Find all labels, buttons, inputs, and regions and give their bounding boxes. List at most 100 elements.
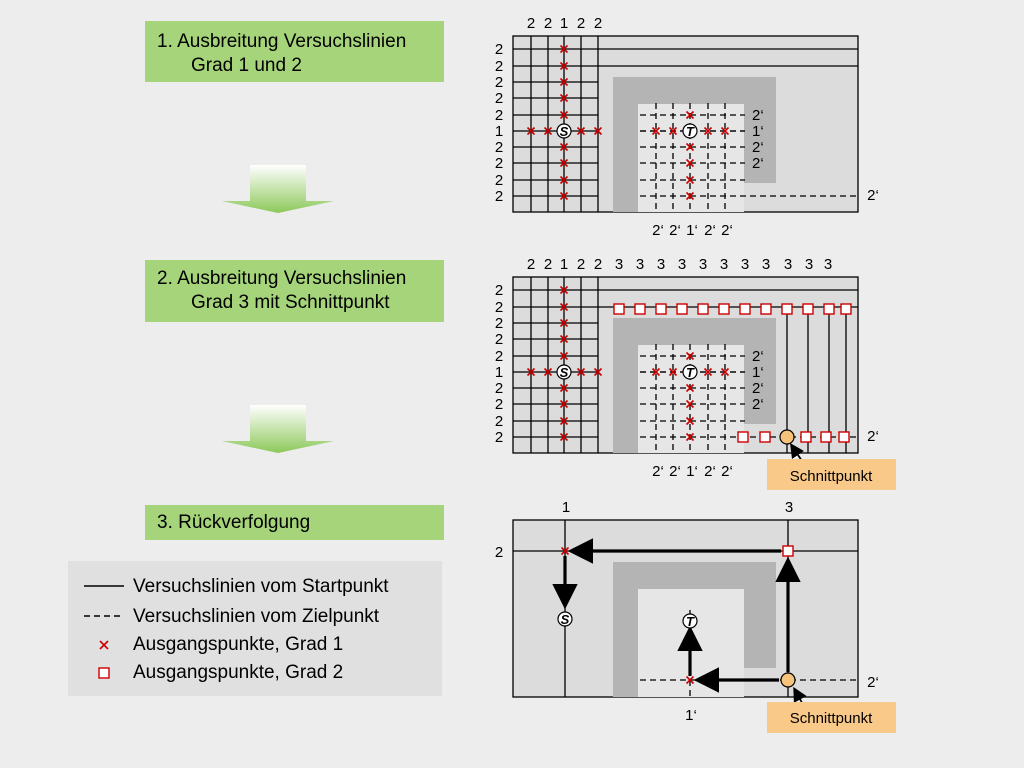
callout-box [767,459,896,490]
target-point-t-circle [682,364,698,380]
top-label: 3 [657,256,665,273]
grade1-marker [543,367,553,377]
top-label: 2 [577,256,585,273]
grade2-marker [718,303,730,315]
top-label: 2 [544,256,552,273]
top-label: 2 [577,15,585,32]
left-label: 2 [495,188,503,205]
grade1-marker [703,367,713,377]
step-1-subtitle: Grad 1 und 2 [191,55,302,76]
grade1-marker [720,367,730,377]
top-label: 1 [562,499,570,516]
step-3-box: 3. Rückverfolgung [145,505,444,540]
grade2-marker [759,431,771,443]
grade1-marker [559,93,569,103]
grade1-marker [593,367,603,377]
target-point-t: T [686,124,695,139]
start-point-s-circle [556,364,572,380]
legend-item-start-lines: Versuchslinien vom Startpunkt [68,573,442,601]
grade1-marker [559,318,569,328]
grade1-marker [559,110,569,120]
bottom-label: 2‘ [721,222,733,239]
grade1-marker [685,383,695,393]
bottom-label: 2‘ [652,463,664,480]
left-label: 1 [495,364,503,381]
top-label: 1 [560,256,568,273]
left-label: 2 [495,396,503,413]
right-label: 2‘ [867,674,879,691]
grade1-marker [593,126,603,136]
top-label: 2 [527,15,535,32]
start-point-s-circle [556,123,572,139]
grade1-marker [668,367,678,377]
top-label: 3 [678,256,686,273]
legend-label: Versuchslinien vom Startpunkt [133,576,389,597]
legend-label: Ausgangspunkte, Grad 2 [133,662,344,683]
bottom-label: 2‘ [652,222,664,239]
bottom-label: 2‘ [669,222,681,239]
step-2-subtitle: Grad 3 mit Schnittpunkt [191,292,390,313]
callout-label: Schnittpunkt [790,468,873,485]
left-label: 2 [495,74,503,91]
left-label: 2 [495,315,503,332]
left-label: 2 [495,139,503,156]
grade1-marker [685,158,695,168]
grade2-marker [697,303,709,315]
right-label: 2‘ [867,428,879,445]
left-label: 2 [495,413,503,430]
solid-line-icon [84,585,124,587]
intersection-point [779,429,795,445]
inner-right-label: 2‘ [752,348,764,365]
grade1-marker [576,126,586,136]
target-point-t-circle [682,613,698,629]
left-label: 2 [495,107,503,124]
grade1-marker [559,77,569,87]
grade1-marker [651,126,661,136]
step-2-box: 2. Ausbreitung Versuchslinien Grad 3 mit… [145,260,444,322]
bottom-label: 1‘ [685,707,697,724]
grade1-marker [559,302,569,312]
step-3-title: 3. Rückverfolgung [157,512,311,533]
top-label: 2 [544,15,552,32]
legend: Versuchslinien vom Startpunkt Versuchsli… [68,561,442,696]
bottom-label: 2‘ [669,463,681,480]
target-point-t: T [686,365,695,380]
grade1-marker [560,546,570,556]
red-x-icon [99,640,109,650]
grade2-marker [655,303,667,315]
dashed-line-icon [84,615,124,617]
inner-right-label: 2‘ [752,139,764,156]
inner-right-label: 2‘ [752,396,764,413]
left-label: 2 [495,172,503,189]
grade1-marker [685,432,695,442]
target-point-t: T [686,614,695,629]
inner-right-label: 1‘ [752,123,764,140]
grade2-marker [820,431,832,443]
grade1-marker [559,416,569,426]
grade1-marker [559,383,569,393]
top-label: 3 [762,256,770,273]
grade1-marker [685,110,695,120]
grade1-marker [559,44,569,54]
left-label: 1 [495,123,503,140]
grade2-marker [739,303,751,315]
bottom-label: 1‘ [686,222,698,239]
grade1-marker [651,367,661,377]
grade1-marker [526,126,536,136]
red-square-icon [98,667,110,679]
top-label: 2 [594,15,602,32]
step-1-box: 1. Ausbreitung Versuchslinien Grad 1 und… [145,21,444,82]
grade1-marker [559,285,569,295]
grade2-marker [676,303,688,315]
grade1-marker [685,675,695,685]
top-label: 2 [594,256,602,273]
grade2-marker [838,431,850,443]
grade1-marker [559,158,569,168]
step-1-title: 1. Ausbreitung Versuchslinien [157,31,407,52]
grade2-marker [781,303,793,315]
inner-right-label: 2‘ [752,155,764,172]
top-label: 3 [636,256,644,273]
grade1-marker [685,191,695,201]
